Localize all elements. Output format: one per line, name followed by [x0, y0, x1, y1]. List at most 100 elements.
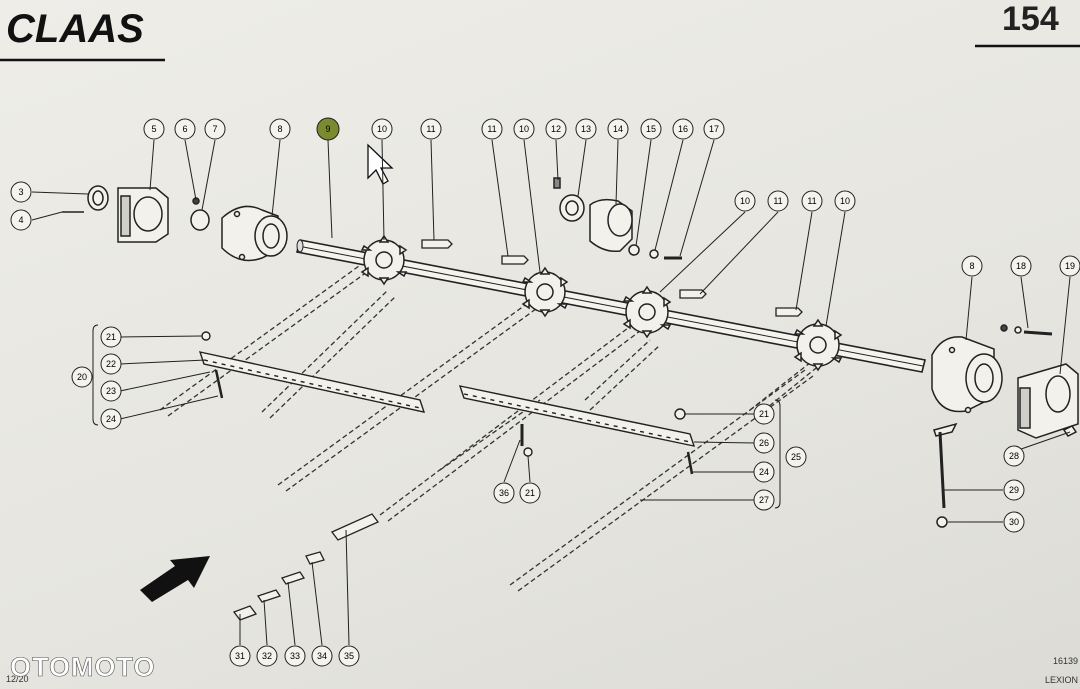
mouse-cursor-icon: [367, 143, 394, 185]
svg-text:21: 21: [759, 409, 769, 419]
sprocket-1: [360, 234, 408, 286]
svg-text:21: 21: [525, 488, 535, 498]
callout: 21: [519, 482, 541, 504]
callout: 11: [420, 118, 442, 140]
date-code: 12/20: [6, 674, 29, 684]
sprocket-group: [360, 234, 843, 372]
svg-text:29: 29: [1009, 485, 1019, 495]
callout: 24: [100, 408, 122, 430]
svg-text:5: 5: [151, 124, 156, 134]
callout-bubbles: 3 4 5 6 7 8 9 10 11 11 10 12 13 14 15 16…: [10, 117, 1080, 667]
callout: 11: [801, 190, 823, 212]
callout: 23: [100, 380, 122, 402]
callout: 11: [481, 118, 503, 140]
direction-arrow-icon: [140, 556, 210, 602]
callout: 13: [575, 118, 597, 140]
callout: 10: [734, 190, 756, 212]
callout: 6: [174, 118, 196, 140]
callout: 30: [1003, 511, 1025, 533]
svg-text:15: 15: [646, 124, 656, 134]
svg-text:14: 14: [613, 124, 623, 134]
callout: 24: [753, 461, 775, 483]
callout: 4: [10, 209, 32, 231]
svg-text:8: 8: [277, 124, 282, 134]
svg-text:26: 26: [759, 438, 769, 448]
callout-highlighted: 9: [316, 117, 340, 141]
svg-text:10: 10: [840, 196, 850, 206]
sprocket-4: [793, 318, 843, 372]
svg-text:9: 9: [325, 124, 330, 134]
svg-text:19: 19: [1065, 261, 1075, 271]
slat-bars: [198, 331, 696, 475]
callout: 32: [256, 645, 278, 667]
svg-text:17: 17: [709, 124, 719, 134]
svg-text:24: 24: [759, 467, 769, 477]
otomoto-watermark: OTOMOTO: [10, 652, 156, 682]
callout: 15: [640, 118, 662, 140]
left-bearing-assembly: [62, 185, 288, 262]
svg-text:36: 36: [499, 488, 509, 498]
svg-text:10: 10: [377, 124, 387, 134]
callout: 33: [284, 645, 306, 667]
svg-text:7: 7: [212, 124, 217, 134]
svg-text:21: 21: [106, 332, 116, 342]
svg-text:18: 18: [1016, 261, 1026, 271]
callout: 10: [834, 190, 856, 212]
small-hardware-parts: [232, 513, 380, 621]
callout: 25: [785, 446, 807, 468]
svg-text:27: 27: [759, 495, 769, 505]
callout: 12: [545, 118, 567, 140]
svg-text:23: 23: [106, 386, 116, 396]
svg-text:12: 12: [551, 124, 561, 134]
svg-text:4: 4: [18, 215, 23, 225]
callout: 21: [753, 403, 775, 425]
svg-text:22: 22: [106, 359, 116, 369]
callout: 17: [703, 118, 725, 140]
svg-text:10: 10: [740, 196, 750, 206]
callout: 7: [204, 118, 226, 140]
projection-lines: [159, 257, 827, 592]
center-bearing-assembly: [553, 177, 682, 260]
svg-text:11: 11: [426, 124, 435, 134]
svg-text:28: 28: [1009, 451, 1019, 461]
leader-lines: [31, 139, 1071, 646]
callout: 28: [1003, 445, 1025, 467]
right-bearing-assembly: [931, 324, 1079, 528]
callout: 22: [100, 353, 122, 375]
svg-text:6: 6: [182, 124, 187, 134]
callout: 16: [672, 118, 694, 140]
callout: 8: [269, 118, 291, 140]
callout: 18: [1010, 255, 1032, 277]
part-code: 16139: [1053, 656, 1078, 666]
svg-text:20: 20: [77, 372, 87, 382]
svg-text:13: 13: [581, 124, 591, 134]
chain-link-clips: [421, 239, 803, 317]
svg-text:33: 33: [290, 651, 300, 661]
svg-text:31: 31: [235, 651, 245, 661]
svg-text:11: 11: [773, 196, 782, 206]
callout: 31: [229, 645, 251, 667]
svg-text:11: 11: [807, 196, 816, 206]
callout: 19: [1059, 255, 1080, 277]
callout: 10: [371, 118, 393, 140]
callout: 20: [71, 366, 93, 388]
svg-text:35: 35: [344, 651, 354, 661]
callout: 34: [311, 645, 333, 667]
svg-text:24: 24: [106, 414, 116, 424]
brand-logo: CLAAS: [6, 7, 144, 51]
svg-text:16: 16: [678, 124, 688, 134]
callout: 5: [143, 118, 165, 140]
callout: 3: [10, 181, 32, 203]
callout: 29: [1003, 479, 1025, 501]
page-number: 154: [1002, 0, 1059, 38]
svg-text:3: 3: [18, 187, 23, 197]
model-name: LEXION: [1045, 675, 1078, 685]
svg-text:25: 25: [791, 452, 801, 462]
callout: 21: [100, 326, 122, 348]
svg-text:10: 10: [519, 124, 529, 134]
callout: 36: [493, 482, 515, 504]
callout: 11: [767, 190, 789, 212]
svg-text:30: 30: [1009, 517, 1019, 527]
